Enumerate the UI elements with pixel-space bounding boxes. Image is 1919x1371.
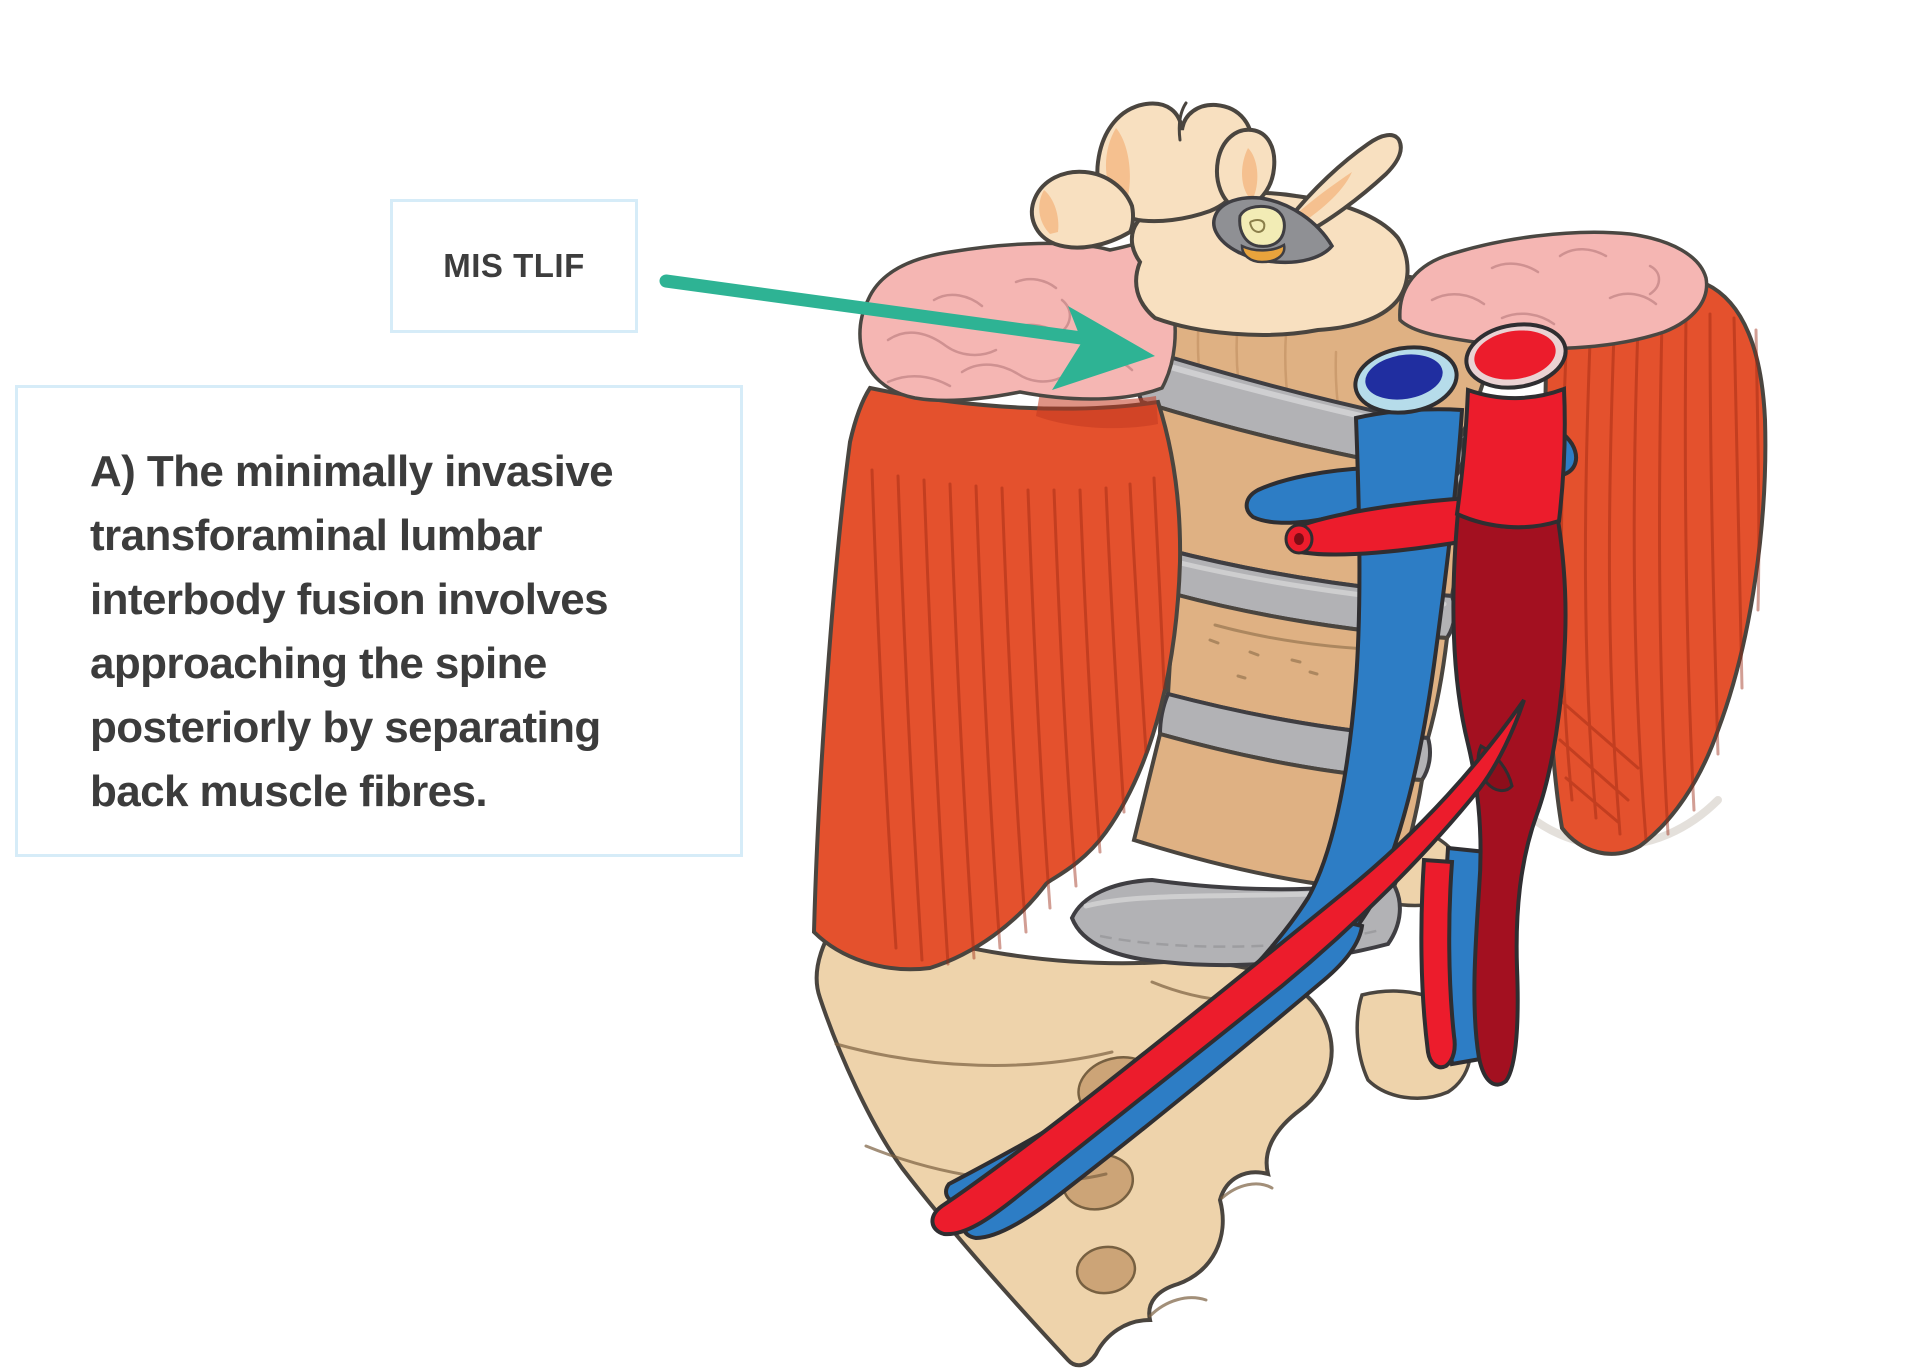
- spinal-cord: [1238, 204, 1286, 248]
- left-muscle-striations: [870, 468, 1166, 966]
- caption-line: interbody fusion involves: [90, 575, 609, 624]
- right-iliac-artery-descending: [1419, 857, 1457, 1070]
- top-vertebra-axial-view: [1029, 101, 1410, 337]
- pointer-arrow: [659, 274, 1155, 390]
- caption-line: back muscle fibres.: [90, 767, 488, 816]
- caption-line: approaching the spine: [90, 639, 547, 688]
- left-muscle-shadow-under-pink: [1036, 392, 1158, 429]
- mis-tlif-label-text: MIS TLIF: [443, 247, 585, 284]
- pointer-arrow-shaft: [659, 274, 1103, 347]
- pointer-arrow-head: [1052, 306, 1155, 390]
- body-texture: [1196, 304, 1398, 442]
- cord-gold-shading: [1240, 243, 1286, 264]
- aorta-upper-bright: [1454, 386, 1567, 530]
- sacral-foramen: [1075, 1245, 1137, 1295]
- right-pink-texture: [1430, 248, 1661, 326]
- right-muscle-belly: [1542, 278, 1768, 856]
- vein-opening-lumen: [1365, 354, 1443, 400]
- caption-line: transforaminal lumbar: [90, 511, 543, 560]
- great-vessels: [930, 322, 1579, 1241]
- articular-peach-shading: [1242, 148, 1258, 196]
- body-3-crack: [1208, 623, 1390, 680]
- mis-tlif-label-box: MIS TLIF: [390, 199, 638, 333]
- left-iliac-artery-crossing: [930, 698, 1526, 1237]
- right-transverse-peach: [1294, 172, 1352, 226]
- left-transverse-peach: [1039, 190, 1059, 234]
- caption-line: posteriorly by separating: [90, 703, 601, 752]
- artery-opening-lumen: [1474, 330, 1556, 380]
- spinal-cord-detail: [1249, 219, 1266, 233]
- caption-line: A) The minimally invasive: [90, 447, 614, 496]
- artery-branch-lumen-dot: [1294, 533, 1304, 545]
- spinous-cleft-line: [1177, 101, 1188, 142]
- spinous-process: [1095, 101, 1255, 224]
- left-muscle-belly: [811, 385, 1183, 972]
- caption-box: A) The minimally invasive transforaminal…: [15, 385, 743, 857]
